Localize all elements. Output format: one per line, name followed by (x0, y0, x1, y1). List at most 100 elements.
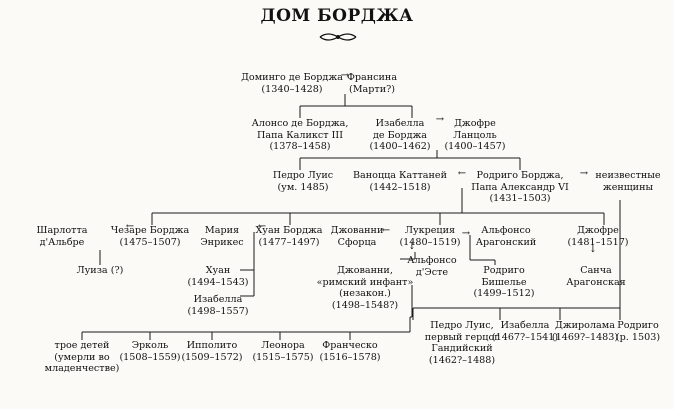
arrow-icon: ← (125, 221, 135, 232)
person-dates: (1481–1517) (567, 236, 629, 248)
person-name: неизвестные женщины (595, 170, 661, 193)
person-name: Изабелла (500, 320, 550, 331)
person-dates: (1515–1575) (252, 351, 314, 363)
person-name: Ипполито (186, 340, 238, 351)
arrow-icon: → (435, 114, 445, 125)
person-ippolito: Ипполито (1509–1572) (181, 340, 242, 363)
person-pedro2: Педро Луис, первый герцог Гандийский (14… (425, 320, 500, 366)
person-name: Лукреция (404, 225, 456, 236)
arrow-icon: ← (457, 168, 467, 179)
person-dates: (р. 1503) (615, 331, 661, 343)
arrow-icon: → (579, 168, 589, 179)
person-dates: (1467?–1541) (491, 331, 559, 343)
person-dates: (1508–1559) (119, 351, 181, 363)
person-name: Луиза (?) (76, 265, 124, 276)
person-francesco: Франческо (1516–1578) (319, 340, 380, 363)
person-giovanni-r: Джованни, «римский инфант» (незакон.) (1… (317, 265, 414, 311)
person-rodrigo-b: Родриго Бишелье (1499–1512) (473, 265, 534, 300)
person-rodrigo: Родриго Борджа, Папа Александр VI (1431–… (471, 170, 569, 205)
person-name: Альфонсо д'Эсте (407, 255, 457, 278)
person-juan2: Хуан (1494–1543) (187, 265, 248, 288)
person-dates: (1480–1519) (399, 236, 461, 248)
person-dates: (1340–1428) (261, 83, 323, 95)
person-dates: (1498–1548?) (331, 299, 399, 311)
person-alfonso-a: Альфонсо Арагонский (476, 225, 536, 248)
person-name: Джованни Сфорца (330, 225, 384, 248)
person-jofre1: Джофре Ланцоль (1400–1457) (444, 118, 505, 153)
person-sancha: Санча Арагонская (566, 265, 625, 288)
arrow-icon: ← (381, 225, 391, 236)
person-name: Родриго Бишелье (481, 265, 527, 288)
person-name: Санча Арагонская (566, 265, 626, 288)
person-name: Изабелла де Борджа (372, 118, 428, 141)
person-name: Эрколь (131, 340, 169, 351)
person-name: Алонсо де Борджа, Папа Каликст III (251, 118, 349, 141)
ornament-icon (319, 33, 357, 41)
diagram-title: ДОМ БОРДЖА (260, 6, 414, 26)
arrow-icon: ↓ (588, 244, 598, 255)
person-luisa: Луиза (?) (77, 265, 124, 277)
person-charlotte: Шарлотта д'Альбре (36, 225, 87, 248)
person-ercole: Эрколь (1508–1559) (119, 340, 180, 363)
person-dates: (ум. 1485) (277, 181, 329, 193)
person-dates: (1378–1458) (269, 141, 331, 152)
person-name: Доминго де Борджа (241, 72, 343, 83)
person-name: Джофре Ланцоль (453, 118, 497, 141)
person-domingo: Доминго де Борджа (1340–1428) (241, 72, 343, 95)
person-dates: (1509–1572) (181, 351, 243, 363)
person-dates: (Марти?) (348, 83, 396, 95)
person-dates: (1499–1512) (473, 288, 535, 299)
person-name: Хуан (205, 265, 231, 276)
person-dates: (1462?–1488) (428, 354, 496, 366)
person-maria: Мария Энрикес (200, 225, 243, 248)
person-dates: (1477–1497) (258, 236, 320, 248)
person-lucrezia: Лукреция (1480–1519) (399, 225, 460, 248)
person-alfonso-e: Альфонсо д'Эсте (407, 255, 456, 278)
person-name: Джофре (577, 225, 619, 236)
person-rodrigo2: Родриго (р. 1503) (616, 320, 660, 343)
person-name: Чезаре Борджа (110, 225, 190, 236)
person-vanozza: Ваноцца Каттаней (1442–1518) (353, 170, 447, 193)
person-name: Альфонсо Арагонский (475, 225, 537, 248)
person-dates: (1442–1518) (369, 181, 431, 193)
person-dates: (1494–1543) (187, 276, 249, 288)
person-dates: (1400–1462) (369, 141, 431, 152)
person-name: Педро Луис, первый герцог Гандийский (424, 320, 500, 354)
person-cesare: Чезаре Борджа (1475–1507) (111, 225, 189, 248)
person-dates: (1516–1578) (319, 351, 381, 363)
arrow-icon: ← (257, 221, 267, 232)
person-name: Шарлотта д'Альбре (36, 225, 88, 248)
person-leonora: Леонора (1515–1575) (252, 340, 313, 363)
person-francina: Франсина (Марти?) (347, 72, 397, 95)
person-dates: (1469?–1483) (551, 331, 619, 343)
arrow-icon: ↓ (407, 241, 417, 252)
person-name: Джиролама (555, 320, 615, 331)
person-name: Родриго (617, 320, 659, 331)
person-name: Джованни, «римский инфант» (незакон.) (316, 265, 414, 299)
person-giovanni-s: Джованни Сфорца (331, 225, 384, 248)
person-pedro1: Педро Луис (ум. 1485) (273, 170, 333, 193)
person-name: Леонора (261, 340, 305, 351)
person-name: Ваноцца Каттаней (353, 170, 447, 181)
person-jofre2: Джофре (1481–1517) (567, 225, 628, 248)
arrow-icon: → (461, 228, 471, 239)
person-dates: (1400–1457) (444, 141, 506, 152)
person-name: Родриго Борджа, Папа Александр VI (471, 170, 569, 193)
arrow-icon: → (340, 70, 350, 81)
person-isabella2: Изабелла (1498–1557) (187, 294, 248, 317)
person-isabella1: Изабелла де Борджа (1400–1462) (369, 118, 430, 153)
person-three: трое детей (умерли во младенчестве) (45, 340, 120, 375)
person-name: Франческо (322, 340, 378, 351)
person-alonso: Алонсо де Борджа, Папа Каликст III (1378… (252, 118, 349, 153)
person-name: Хуан Борджа (255, 225, 323, 236)
person-name: Педро Луис (272, 170, 334, 181)
person-juan: Хуан Борджа (1477–1497) (255, 225, 322, 248)
person-unknown: неизвестные женщины (595, 170, 660, 193)
person-dates: (1475–1507) (119, 236, 181, 248)
person-name: Франсина (346, 72, 398, 83)
person-name: Мария Энрикес (200, 225, 244, 248)
person-name: трое детей (умерли во младенчестве) (44, 340, 120, 374)
person-girolama: Джиролама (1469?–1483) (552, 320, 618, 343)
